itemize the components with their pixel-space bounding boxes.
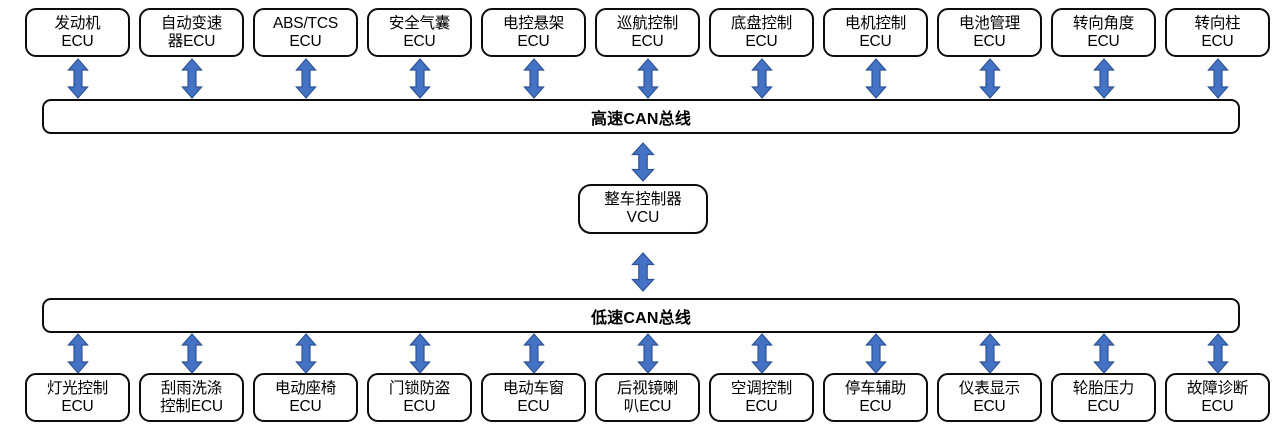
high-speed-ecu-label: ABS/TCS ECU [273, 15, 338, 50]
low-speed-ecu-node: 门锁防盗 ECU [367, 373, 472, 422]
high-speed-ecu-node: ABS/TCS ECU [253, 8, 358, 57]
low-speed-ecu-node: 停车辅助 ECU [823, 373, 928, 422]
high-speed-ecu-node: 发动机 ECU [25, 8, 130, 57]
high-speed-ecu-node: 电控悬架 ECU [481, 8, 586, 57]
arrow-high-speed-bus-to-vcu [631, 142, 655, 182]
low-speed-ecu-label: 电动车窗 ECU [502, 380, 565, 415]
vcu-node: 整车控制器 VCU [578, 184, 708, 234]
low-speed-ecu-label: 停车辅助 ECU [844, 380, 907, 415]
high-speed-ecu-label: 底盘控制 ECU [730, 15, 793, 50]
low-speed-ecu-node: 空调控制 ECU [709, 373, 814, 422]
arrow-vcu-to-low-speed-bus [631, 252, 655, 292]
low-speed-can-bus-label: 低速CAN总线 [590, 309, 692, 327]
low-speed-ecu-node: 电动车窗 ECU [481, 373, 586, 422]
low-speed-ecu-label: 故障诊断 ECU [1186, 380, 1249, 415]
low-speed-connector-arrow [978, 333, 1001, 374]
low-speed-ecu-label: 电动座椅 ECU [274, 380, 337, 415]
high-speed-connector-arrow [66, 58, 89, 99]
high-speed-connector-arrow [522, 58, 545, 99]
high-speed-ecu-label: 转向柱 ECU [1194, 15, 1241, 50]
low-speed-connector-arrow [1092, 333, 1115, 374]
high-speed-can-bus-label: 高速CAN总线 [590, 110, 692, 128]
low-speed-ecu-label: 刮雨洗涤 控制ECU [160, 380, 223, 415]
high-speed-ecu-label: 电机控制 ECU [844, 15, 907, 50]
high-speed-ecu-node: 底盘控制 ECU [709, 8, 814, 57]
low-speed-ecu-label: 仪表显示 ECU [958, 380, 1021, 415]
low-speed-ecu-label: 轮胎压力 ECU [1072, 380, 1135, 415]
vcu-label: 整车控制器 VCU [604, 191, 682, 226]
low-speed-ecu-node: 灯光控制 ECU [25, 373, 130, 422]
high-speed-ecu-label: 电控悬架 ECU [502, 15, 565, 50]
high-speed-connector-arrow [294, 58, 317, 99]
high-speed-connector-arrow [864, 58, 887, 99]
low-speed-connector-arrow [66, 333, 89, 374]
high-speed-ecu-label: 发动机 ECU [54, 15, 101, 50]
low-speed-ecu-node: 电动座椅 ECU [253, 373, 358, 422]
low-speed-connector-arrow [750, 333, 773, 374]
low-speed-connector-arrow [294, 333, 317, 374]
high-speed-connector-arrow [1092, 58, 1115, 99]
high-speed-ecu-label: 巡航控制 ECU [616, 15, 679, 50]
low-speed-ecu-label: 后视镜喇 叭ECU [616, 380, 679, 415]
low-speed-connector-arrow [636, 333, 659, 374]
high-speed-ecu-node: 巡航控制 ECU [595, 8, 700, 57]
high-speed-ecu-node: 转向角度 ECU [1051, 8, 1156, 57]
low-speed-ecu-node: 刮雨洗涤 控制ECU [139, 373, 244, 422]
low-speed-connector-arrow [522, 333, 545, 374]
low-speed-ecu-node: 故障诊断 ECU [1165, 373, 1270, 422]
low-speed-connector-arrow [1206, 333, 1229, 374]
low-speed-ecu-node: 轮胎压力 ECU [1051, 373, 1156, 422]
low-speed-can-bus: 低速CAN总线 [42, 298, 1240, 333]
low-speed-connector-arrow [180, 333, 203, 374]
low-speed-ecu-label: 灯光控制 ECU [46, 380, 109, 415]
high-speed-connector-arrow [1206, 58, 1229, 99]
high-speed-ecu-node: 自动变速 器ECU [139, 8, 244, 57]
high-speed-ecu-label: 自动变速 器ECU [160, 15, 223, 50]
low-speed-connector-arrow [864, 333, 887, 374]
high-speed-connector-arrow [636, 58, 659, 99]
low-speed-connector-arrow [408, 333, 431, 374]
high-speed-ecu-label: 电池管理 ECU [958, 15, 1021, 50]
high-speed-ecu-node: 电机控制 ECU [823, 8, 928, 57]
high-speed-ecu-node: 安全气囊 ECU [367, 8, 472, 57]
high-speed-connector-arrow [978, 58, 1001, 99]
high-speed-connector-arrow [180, 58, 203, 99]
high-speed-ecu-node: 转向柱 ECU [1165, 8, 1270, 57]
high-speed-can-bus: 高速CAN总线 [42, 99, 1240, 134]
low-speed-ecu-node: 后视镜喇 叭ECU [595, 373, 700, 422]
low-speed-ecu-label: 空调控制 ECU [730, 380, 793, 415]
high-speed-connector-arrow [750, 58, 773, 99]
high-speed-ecu-label: 转向角度 ECU [1072, 15, 1135, 50]
low-speed-ecu-node: 仪表显示 ECU [937, 373, 1042, 422]
high-speed-connector-arrow [408, 58, 431, 99]
low-speed-ecu-label: 门锁防盗 ECU [388, 380, 451, 415]
high-speed-ecu-label: 安全气囊 ECU [388, 15, 451, 50]
high-speed-ecu-node: 电池管理 ECU [937, 8, 1042, 57]
